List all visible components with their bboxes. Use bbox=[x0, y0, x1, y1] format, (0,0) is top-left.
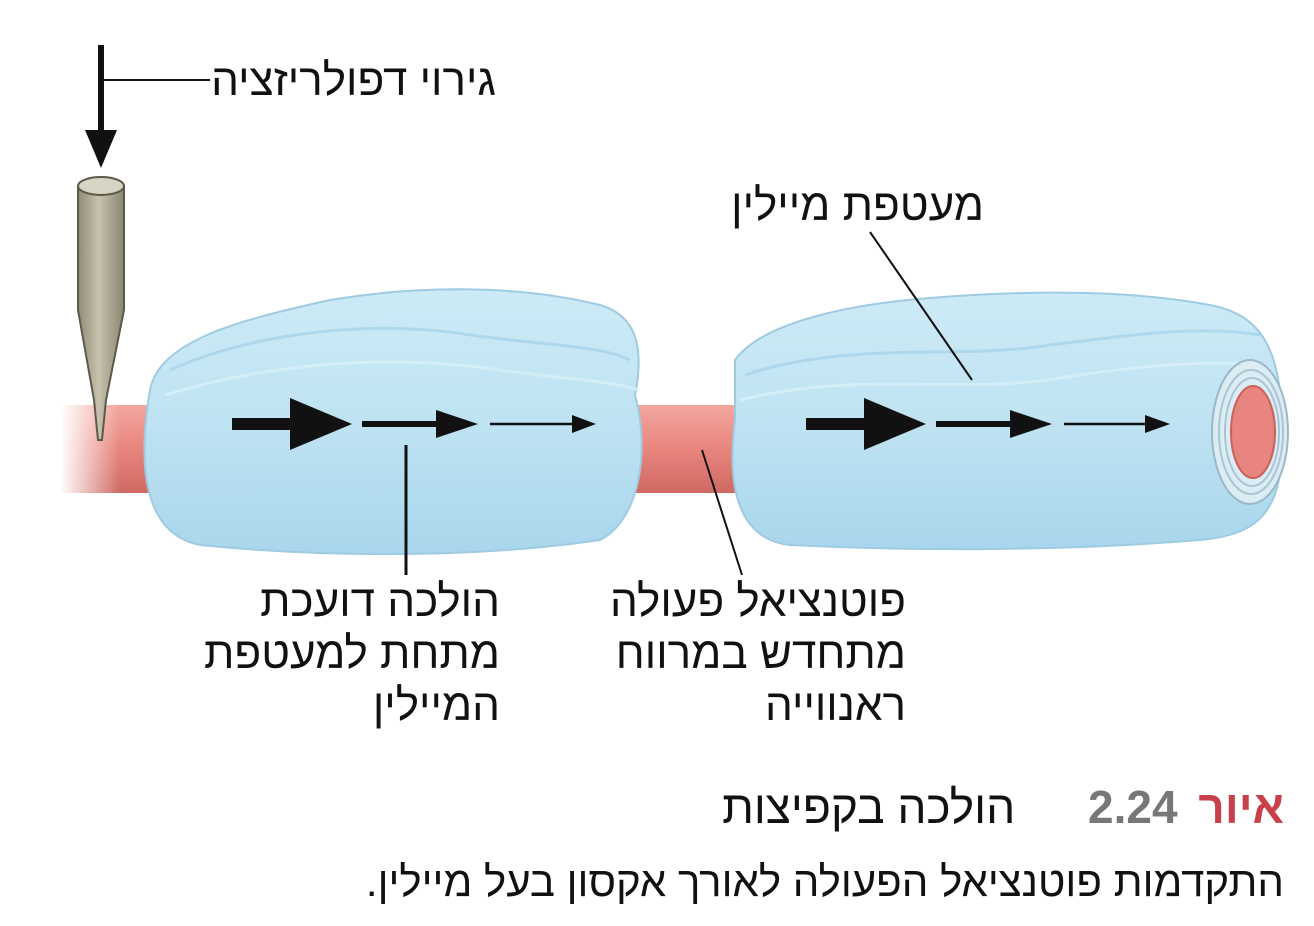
node-of-ranvier-leader bbox=[701, 449, 743, 576]
conduction-arrows-segment-1 bbox=[232, 398, 596, 450]
stimulating-electrode bbox=[77, 176, 125, 441]
ap-regenerated-label: פוטנציאל פעולה מתחדש במרווח ראנווייה bbox=[610, 576, 906, 732]
myelin-sheath-label: מעטפת מיילין bbox=[731, 181, 984, 230]
figure-description: התקדמות פוטנציאל הפעולה לאורך אקסון בעל … bbox=[365, 858, 1284, 905]
figure-title: הולכה בקפיצות bbox=[722, 781, 1016, 833]
saltatory-conduction-diagram bbox=[60, 45, 1289, 576]
figure-number: 2.24 bbox=[1088, 781, 1178, 833]
conduction-under-myelin-line-3: המיילין bbox=[372, 681, 500, 730]
myelin-segment-2 bbox=[731, 291, 1289, 551]
conduction-under-myelin-label: הולכה דועכת מתחת למעטפת המיילין bbox=[204, 576, 500, 732]
ap-regenerated-line-3: ראנווייה bbox=[765, 681, 906, 730]
ap-regenerated-line-2: מתחדש במרווח bbox=[615, 629, 906, 678]
figure-word: איור bbox=[1198, 781, 1284, 833]
stimulus-arrow bbox=[85, 45, 210, 168]
conduction-arrows-segment-2 bbox=[806, 398, 1170, 450]
conduction-under-myelin-line-1: הולכה דועכת bbox=[260, 577, 500, 626]
ap-regenerated-line-1: פוטנציאל פעולה bbox=[610, 577, 906, 626]
stimulus-label: גירוי דפולריזציה bbox=[211, 56, 496, 105]
myelin-sheath-leader bbox=[869, 231, 973, 381]
conduction-under-myelin-line-2: מתחת למעטפת bbox=[203, 629, 500, 678]
figure-caption: איור 2.24 הולכה בקפיצות bbox=[722, 780, 1284, 834]
